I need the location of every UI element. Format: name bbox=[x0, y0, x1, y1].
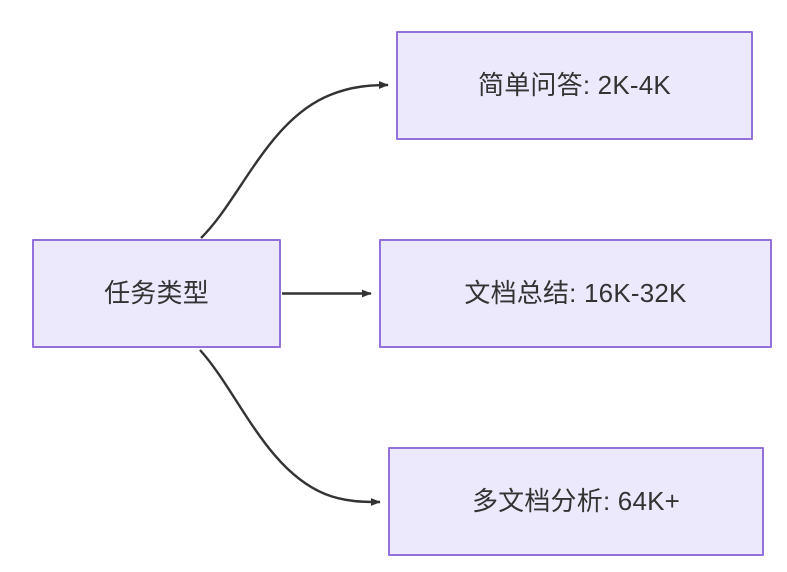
node-multi-doc[interactable]: 多文档分析: 64K+ bbox=[388, 447, 764, 556]
node-doc-summary-label: 文档总结: 16K-32K bbox=[464, 277, 687, 308]
node-simple-qa-label: 简单问答: 2K-4K bbox=[478, 69, 671, 100]
node-task-type[interactable]: 任务类型 bbox=[32, 239, 281, 348]
node-simple-qa[interactable]: 简单问答: 2K-4K bbox=[396, 31, 753, 140]
node-task-type-label: 任务类型 bbox=[104, 277, 209, 308]
node-doc-summary[interactable]: 文档总结: 16K-32K bbox=[379, 239, 772, 348]
edge-root-to-simple-qa bbox=[200, 81, 389, 239]
edge-root-to-multi-doc bbox=[199, 349, 381, 506]
node-multi-doc-label: 多文档分析: 64K+ bbox=[471, 485, 681, 516]
